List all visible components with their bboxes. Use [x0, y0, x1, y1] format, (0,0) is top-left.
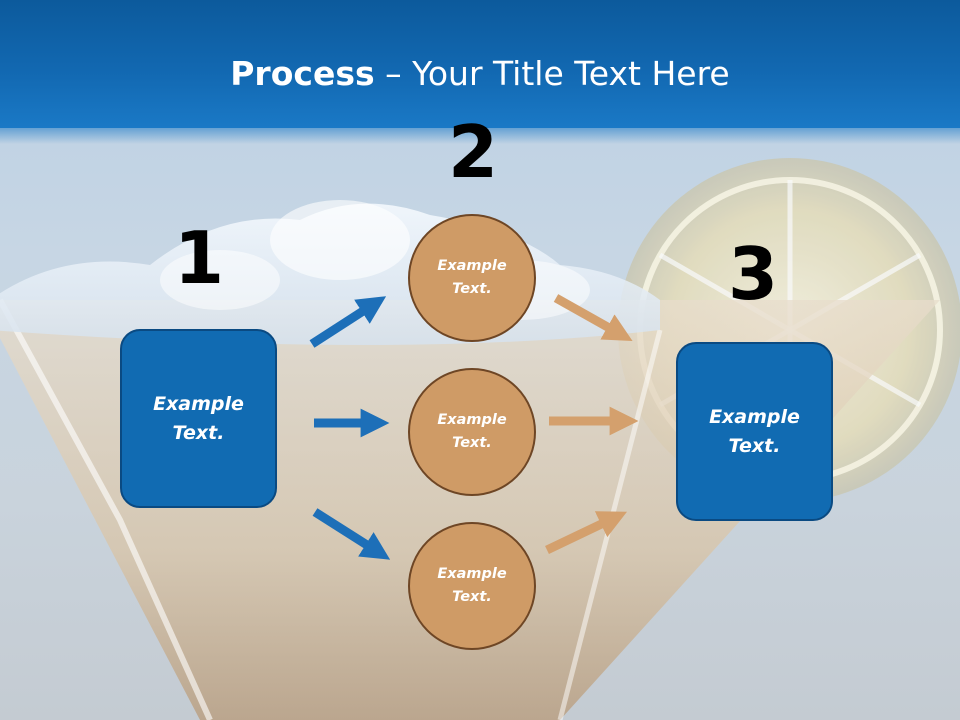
step2-circle-bottom-text: Example Text. [422, 563, 522, 609]
step3-text-line1: Example [709, 405, 800, 428]
step3-box[interactable]: Example Text. [676, 342, 833, 521]
step2-circle-bottom-line1: Example [437, 566, 507, 582]
step2-circle-middle-text: Example Text. [422, 409, 522, 455]
step2-circle-top-line1: Example [437, 258, 507, 274]
slide-title: Process – Your Title Text Here [0, 52, 960, 96]
step-number-2: 2 [447, 110, 499, 194]
step2-circle-middle-line2: Text. [452, 435, 492, 451]
step2-circle-middle[interactable]: Example Text. [408, 368, 536, 496]
arrow-blue-up [309, 296, 387, 348]
step1-text: Example Text. [139, 390, 259, 448]
step2-circle-top[interactable]: Example Text. [408, 214, 536, 342]
arrow-tan-down [553, 294, 633, 342]
step1-text-line2: Text. [172, 421, 225, 444]
step-number-3: 3 [727, 232, 779, 316]
title-bold-part: Process [230, 54, 375, 93]
step3-text-line2: Text. [728, 434, 781, 457]
title-bar [0, 0, 960, 144]
step2-circle-bottom[interactable]: Example Text. [408, 522, 536, 650]
step1-box[interactable]: Example Text. [120, 329, 277, 508]
step2-circle-top-line2: Text. [452, 281, 492, 297]
step-number-1: 1 [173, 216, 225, 300]
arrow-tan-up [545, 511, 627, 555]
title-rest-part: – Your Title Text Here [374, 54, 730, 93]
step2-circle-bottom-line2: Text. [452, 589, 492, 605]
step2-circle-middle-line1: Example [437, 412, 507, 428]
step3-text: Example Text. [695, 403, 815, 461]
step1-text-line1: Example [153, 392, 244, 415]
arrow-blue-down [312, 508, 391, 560]
step2-circle-top-text: Example Text. [422, 255, 522, 301]
